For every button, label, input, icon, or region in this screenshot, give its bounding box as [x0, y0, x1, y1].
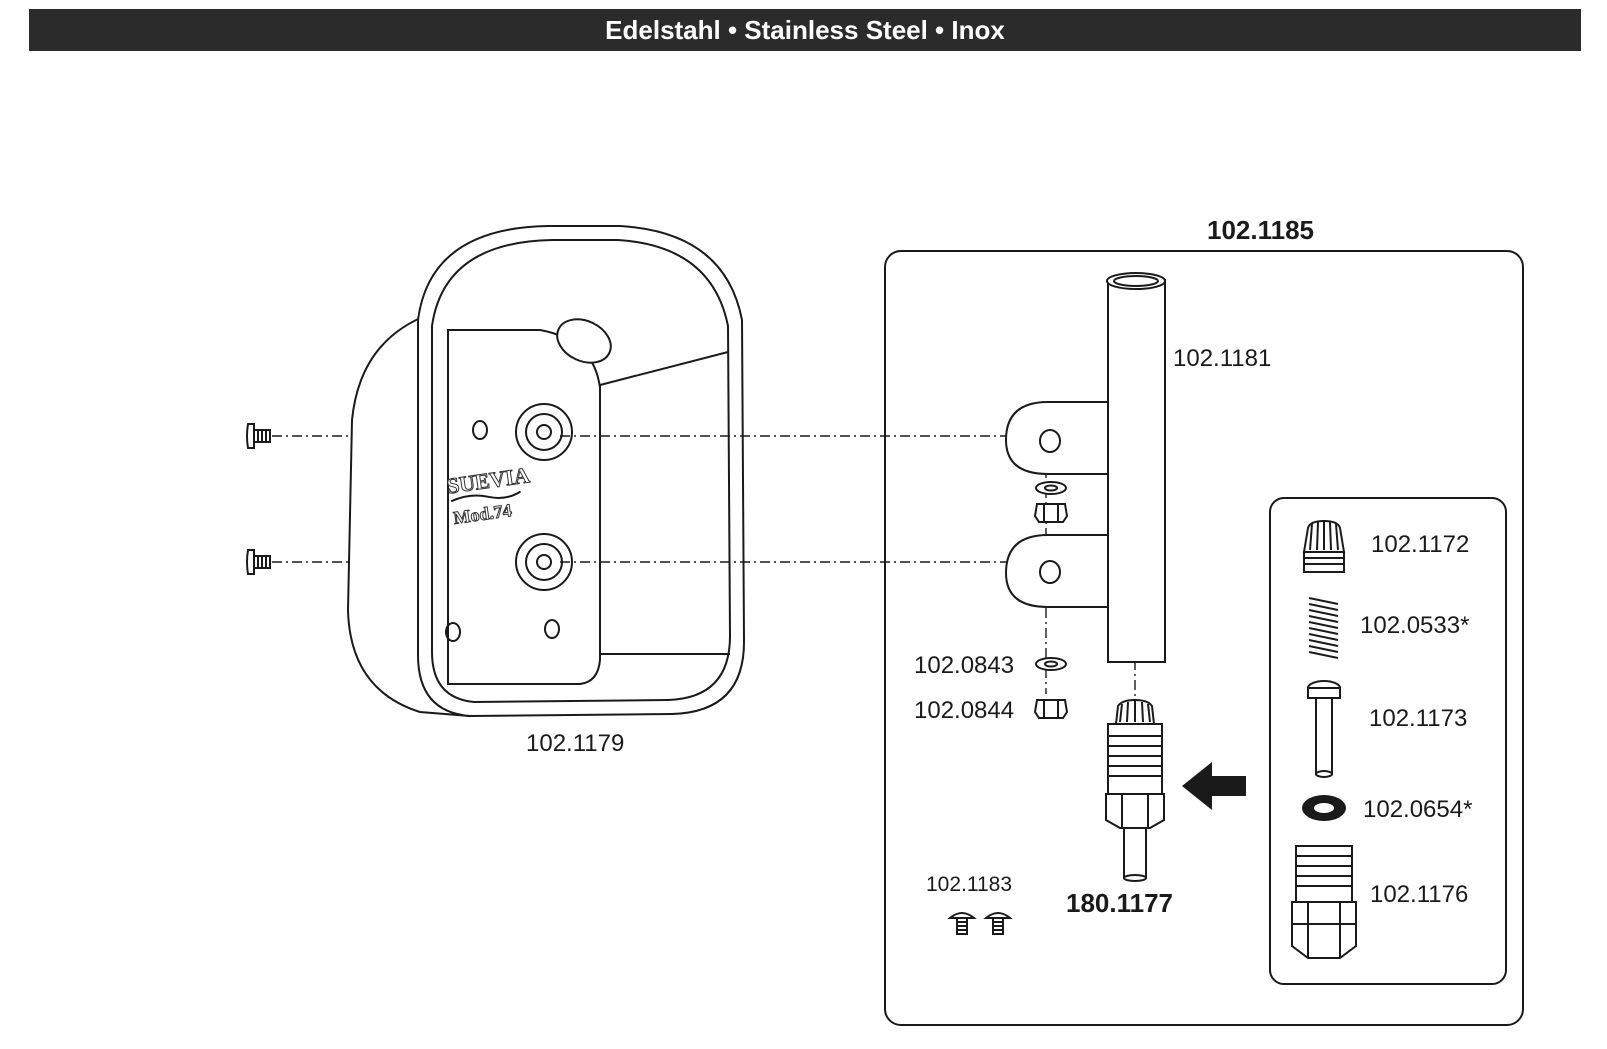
page-title: Edelstahl • Stainless Steel • Inox [605, 15, 1005, 45]
valve-detail-panel: 102.1172 102.0533* 102.1173 102.0654* 10… [1269, 497, 1507, 985]
screws-part-label: 102.1183 [926, 873, 1012, 896]
valve-assembly-panel: 102.1185 102.1181 102.0843 102.0844 [884, 215, 1524, 1026]
screw-icon [983, 912, 1013, 935]
valve-part-label: 180.1177 [1066, 888, 1173, 918]
spring [1308, 597, 1339, 659]
header-bar: Edelstahl • Stainless Steel • Inox [29, 9, 1581, 51]
pin-part-label: 102.1173 [1369, 705, 1467, 732]
screw-icon [246, 423, 271, 449]
assembly-number: 102.1185 [1207, 215, 1314, 245]
cap [1302, 519, 1346, 573]
pipe-part-label: 102.1181 [1173, 345, 1271, 372]
bowl-part-label: 102.1179 [526, 730, 624, 757]
pin [1307, 680, 1341, 778]
nut-part-label: 102.0844 [914, 697, 1014, 724]
screw-icon [246, 549, 271, 575]
valve [1105, 698, 1165, 882]
body-part-label: 102.1176 [1370, 881, 1468, 908]
washer-part-label: 102.0843 [914, 652, 1014, 679]
screw-icon [947, 912, 977, 935]
cap-part-label: 102.1172 [1371, 531, 1469, 558]
body [1291, 845, 1357, 959]
drinking-bowl: SUEVIA Mod.74 [346, 225, 746, 718]
spring-part-label: 102.0533* [1360, 612, 1469, 639]
oring-part-label: 102.0654* [1363, 796, 1472, 823]
left-arrow-icon [1182, 762, 1246, 810]
